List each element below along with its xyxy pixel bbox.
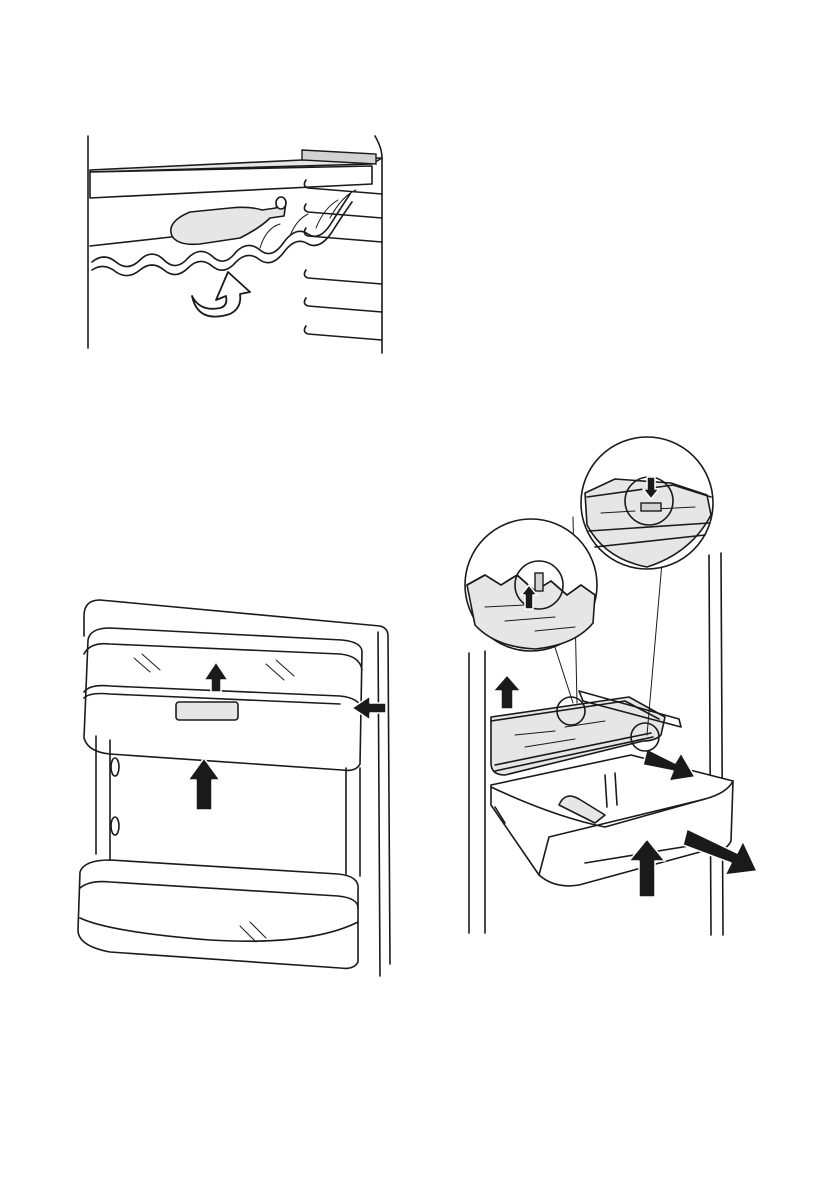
wine-rack-illustration: [80, 128, 390, 358]
door-shelf-illustration: [70, 592, 415, 982]
figure-door-shelf: [70, 592, 415, 982]
freezer-drawer-illustration: [455, 435, 825, 945]
figure-wine-rack: [80, 128, 390, 358]
figure-freezer-drawer: [455, 435, 825, 945]
